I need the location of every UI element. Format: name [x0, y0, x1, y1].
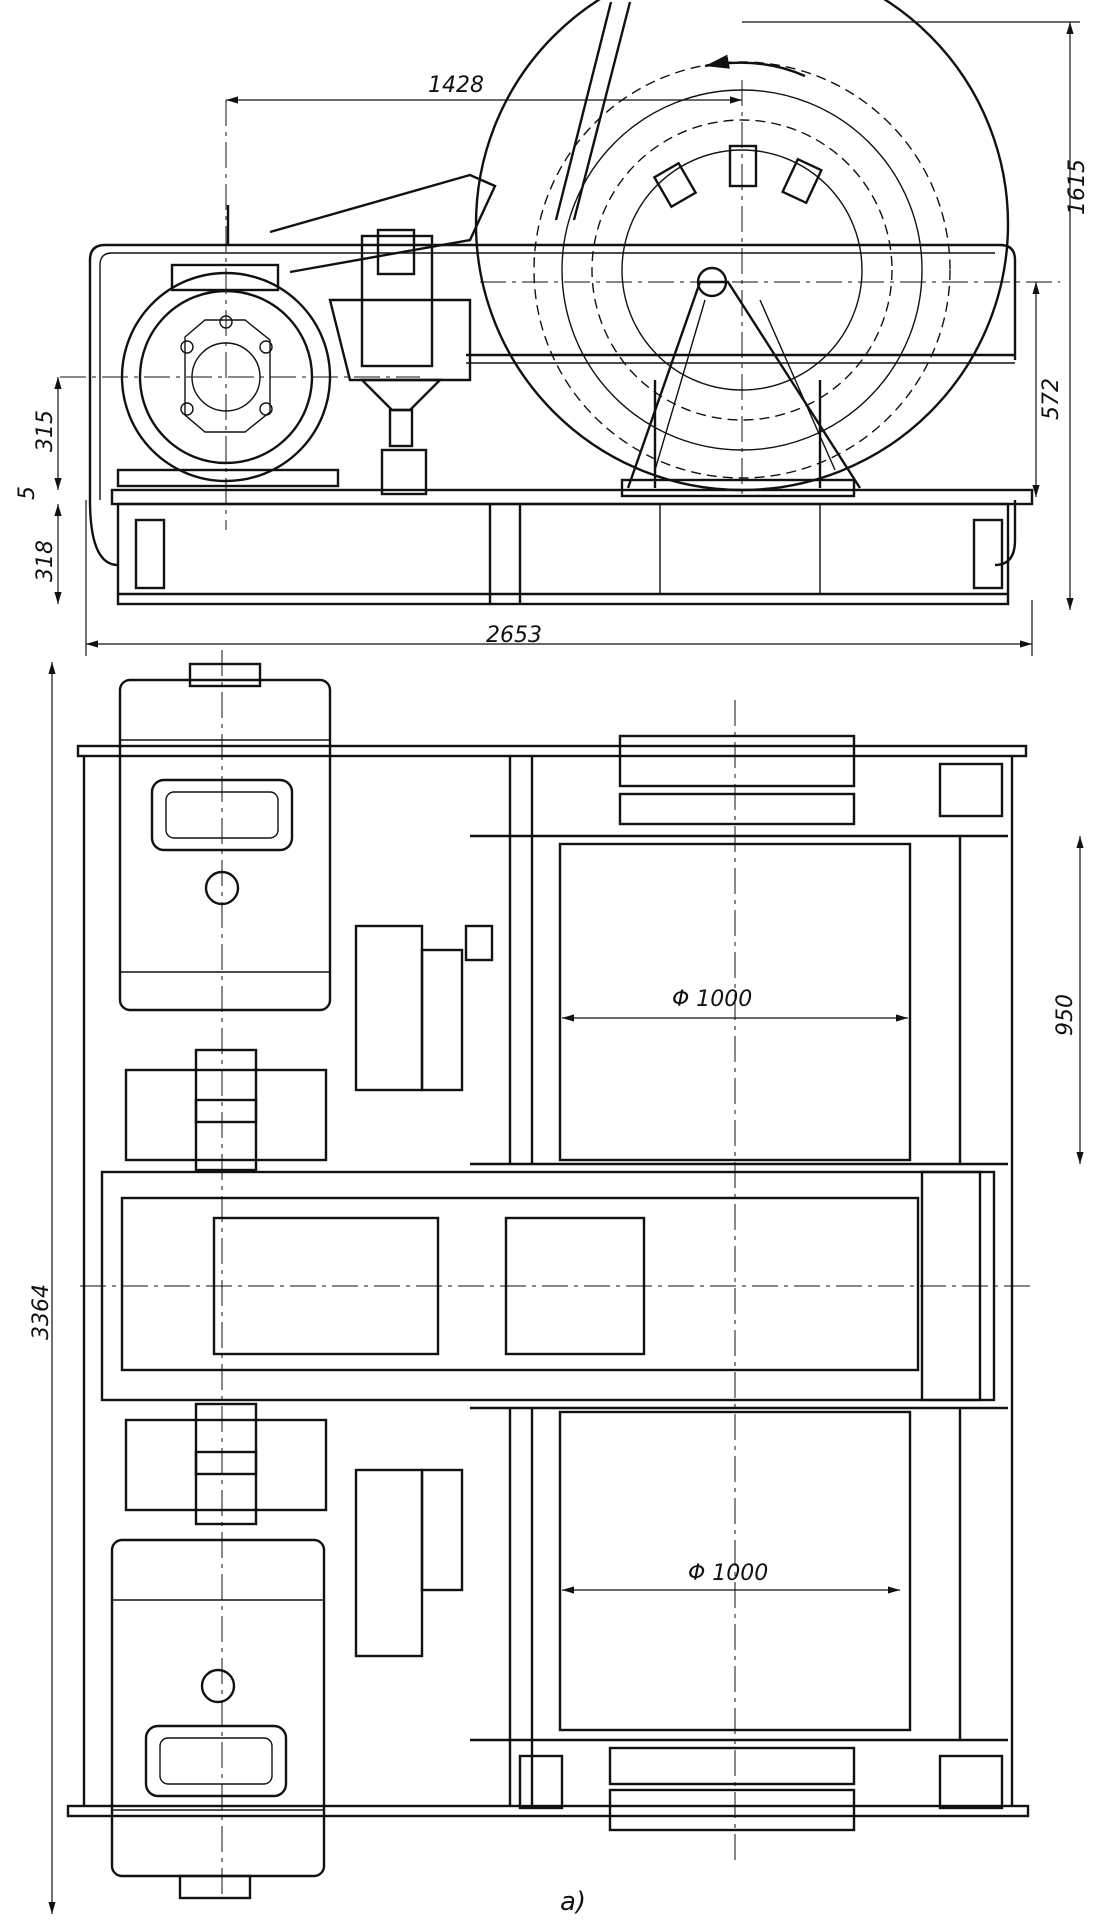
left-rail-foot [88, 499, 119, 567]
rope-line-2 [572, 1, 632, 221]
brake-cap [376, 228, 416, 276]
dim-1428-label: 1428 [428, 73, 484, 98]
right-rail-foot [994, 500, 1017, 567]
upper-brake-side [420, 948, 464, 1092]
lower-left-block [518, 1754, 564, 1810]
dim-315-label: 315 [33, 410, 58, 452]
thruster-body [359, 378, 443, 412]
lower-gear-nut [194, 1450, 258, 1476]
guard-rail [88, 243, 1017, 500]
belt-guard [269, 173, 497, 274]
figure-label: a) [560, 1887, 586, 1917]
guard-rail-inner [99, 252, 995, 500]
lower-brake-side [420, 1468, 464, 1592]
lower-motor-fan-cap [178, 1874, 252, 1900]
plan-outer-rail-top [76, 744, 1028, 758]
dim-2653-label: 2653 [486, 623, 542, 648]
central-gearbox-inner [120, 1196, 920, 1372]
lower-motor-body [110, 1538, 326, 1878]
dim-572-label: 572 [1039, 378, 1064, 420]
lower-brake-body [354, 1468, 424, 1658]
upper-gear-nut [194, 1098, 258, 1124]
drum-hub-dashed [591, 119, 893, 421]
upper-brake-small [464, 924, 494, 962]
brake-block-2 [728, 144, 758, 188]
lower-motor-eye [200, 1668, 236, 1704]
upper-motor-fan-cap [188, 662, 262, 688]
dim-1615-label: 1615 [1065, 159, 1090, 215]
motor-bolt-4 [180, 402, 194, 416]
dim-phi1000-lower-label: Φ 1000 [688, 1561, 768, 1586]
upper-gear-hub [194, 1048, 258, 1172]
side-elevation-view: 1428 1615 572 315 5 318 2653 [15, 0, 1090, 656]
upper-motor-body [118, 678, 332, 1012]
motor-bolt-2 [180, 340, 194, 354]
motor-flange [184, 319, 271, 433]
lower-bearing-row-1 [608, 1746, 856, 1786]
motor-feet [116, 468, 340, 488]
lower-motor-terminal-inner [159, 1737, 273, 1785]
dim-318-label: 318 [33, 540, 58, 582]
upper-base-plate [110, 488, 1034, 506]
plan-outer-rail-bottom [66, 1804, 1030, 1818]
plan-view: 3364 950 Φ 1000 Φ 1000 a) [29, 650, 1084, 1917]
drum-base-plate [620, 478, 856, 498]
brake-housing [360, 234, 434, 368]
brake-block-1 [652, 161, 698, 209]
motor-bolt-3 [259, 340, 273, 354]
drum-support-a-frame [626, 280, 862, 489]
left-bracket [134, 518, 166, 590]
right-bracket [972, 518, 1004, 590]
lower-motor-terminal-box [144, 1724, 288, 1798]
thruster-rod [388, 408, 414, 448]
lower-gear-hub [194, 1402, 258, 1526]
upper-brake-body [354, 924, 424, 1092]
thruster-base [380, 448, 428, 496]
dim-3364-label: 3364 [29, 1284, 54, 1340]
upper-bearing-row-2 [618, 792, 856, 826]
dim-950-label: 950 [1053, 994, 1078, 1036]
upper-right-block [938, 762, 1004, 818]
upper-gear-block [124, 1068, 328, 1162]
motor-bolt-5 [259, 402, 273, 416]
rope-line-1 [554, 1, 613, 221]
lower-right-block [938, 1754, 1004, 1810]
lower-frame [116, 502, 1010, 606]
drum-support-inner [654, 299, 836, 471]
lower-bearing-row-2 [608, 1788, 856, 1832]
brake-block-3 [781, 157, 823, 205]
rotation-arrow-icon [704, 54, 806, 78]
upper-bearing-row-1 [618, 734, 856, 788]
lower-gear-block [124, 1418, 328, 1512]
motor-top-box [170, 263, 280, 292]
gear-coupling [328, 298, 472, 382]
dim-phi1000-upper-label: Φ 1000 [672, 987, 752, 1012]
dim-5-label: 5 [15, 486, 40, 500]
